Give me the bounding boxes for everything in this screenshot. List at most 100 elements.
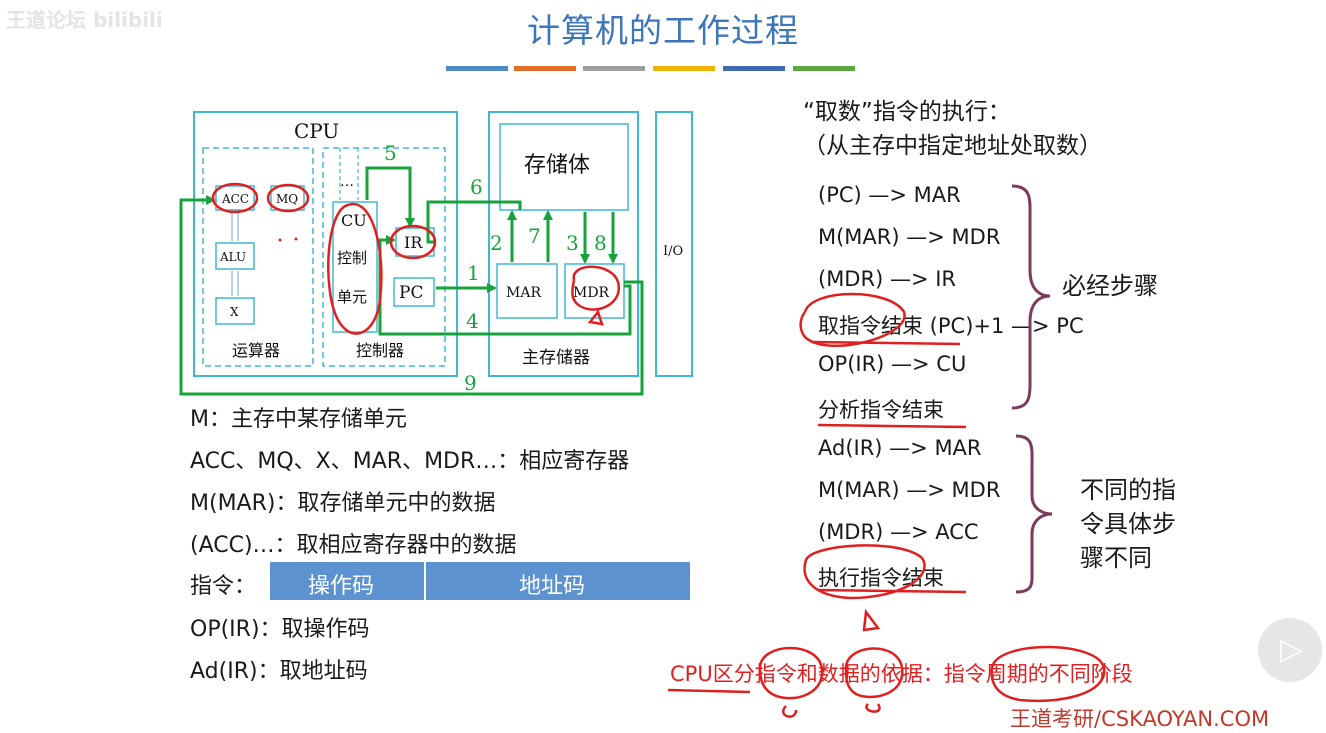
step-row-1: (PC) —> MAR (818, 183, 961, 207)
divider-bar-6 (793, 66, 855, 71)
pc-register (393, 277, 435, 307)
step-label-4: 4 (466, 309, 479, 333)
cu-ctrl-label: 控制 (337, 249, 367, 267)
annotation-execute-circle (803, 544, 926, 600)
annotation-mark-right (865, 703, 881, 713)
alu-label: ALU (219, 250, 246, 264)
alu-box (215, 242, 255, 270)
annotation-mark-left (782, 705, 798, 718)
memory-body-label: 存储体 (524, 153, 590, 178)
alu-unit-box (202, 147, 314, 367)
legend-acc: (ACC)…：取相应寄存器中的数据 (190, 533, 517, 558)
address-field: 地址码 (519, 574, 586, 599)
divider-bar-1 (446, 66, 508, 71)
instruction-format-bar: 操作码 地址码 (270, 562, 690, 600)
annotation-mq-circle (266, 183, 310, 213)
ir-label: IR (404, 233, 423, 252)
annotation-mdr-mark (587, 309, 604, 326)
controller-label: 控制器 (356, 341, 404, 360)
cpu-label: CPU (294, 119, 339, 143)
io-box (655, 111, 693, 377)
step-label-6: 6 (470, 175, 483, 199)
step-row-6: 分析指令结束 (818, 398, 944, 422)
controller-box (322, 147, 446, 367)
legend-registers: ACC、MQ、X、MAR、MDR…：相应寄存器 (190, 449, 630, 474)
pc-label: PC (399, 283, 423, 303)
annotation-mdr-circle (571, 265, 621, 311)
step-label-9: 9 (464, 371, 477, 395)
legend-instruction-label: 指令： (190, 574, 257, 599)
x-register (215, 297, 255, 325)
x-label: X (230, 305, 239, 319)
io-label: I/O (663, 244, 683, 259)
step-label-5: 5 (384, 141, 397, 165)
path-6 (426, 200, 522, 244)
step-row-4: 取指令结束 (PC)+1 —> PC (818, 314, 1084, 338)
page-title: 计算机的工作过程 (527, 11, 799, 50)
annotation-cpu-underline (667, 688, 751, 694)
divider-bar-4 (653, 66, 715, 71)
step-label-3: 3 (566, 231, 579, 255)
watermark-logo: 王道论坛 bilibili (6, 8, 163, 32)
annotation-instruction-circle (758, 646, 824, 700)
legend-op-ir: OP(IR)：取操作码 (190, 617, 370, 642)
step-label-8: 8 (594, 231, 607, 255)
brace-required (1011, 184, 1051, 410)
step-row-7: Ad(IR) —> MAR (818, 436, 982, 460)
play-icon: ▷ (1280, 632, 1304, 667)
annotation-execute-mark (862, 608, 881, 632)
cu-unit-label: 单元 (337, 288, 367, 306)
play-button[interactable]: ▷ (1258, 618, 1322, 682)
path-9 (179, 195, 644, 396)
path-4 (378, 235, 632, 336)
mar-label: MAR (506, 285, 541, 301)
brace-varies (1015, 434, 1053, 594)
group-required-label: 必经步骤 (1062, 272, 1158, 300)
annotation-ir-circle (389, 224, 437, 260)
footer-brand: 王道考研/CSKAOYAN.COM (1010, 707, 1270, 731)
annotation-acc-circle (211, 182, 259, 214)
bottom-annotations (667, 645, 1106, 718)
main-memory-box (488, 111, 639, 377)
annotation-analyze-underline (817, 423, 967, 429)
step-label-1: 1 (467, 261, 480, 285)
main-memory-label: 主存储器 (522, 348, 590, 368)
group-varies-line3: 骤不同 (1080, 544, 1152, 572)
step-row-5: OP(IR) —> CU (818, 352, 967, 376)
mar-register (496, 263, 558, 319)
annotation-fetch-circle (799, 292, 906, 347)
memory-body-box (499, 123, 629, 211)
right-annotations (799, 184, 1053, 632)
step-row-2: M(MAR) —> MDR (818, 225, 1001, 249)
annotation-fetch-underline (811, 340, 961, 346)
annotation-data-circle (844, 647, 904, 699)
mq-label: MQ (276, 192, 298, 206)
group-varies-line2: 令具体步 (1080, 510, 1176, 538)
cu-box (332, 201, 378, 333)
divider-bar-2 (514, 66, 576, 71)
alu-unit-label: 运算器 (232, 341, 280, 360)
controller-dots: … (340, 174, 354, 190)
path-5 (365, 166, 415, 228)
cu-label: CU (341, 211, 367, 230)
step-label-2: 2 (490, 231, 503, 255)
legend-m: M：主存中某存储单元 (190, 407, 407, 432)
step-row-3: (MDR) —> IR (818, 267, 956, 291)
mq-register (270, 185, 305, 211)
annotation-execute-underline (817, 588, 967, 594)
annotation-cycle-circle (990, 645, 1106, 703)
execution-heading: “取数”指令的执行： (803, 99, 1011, 125)
acc-register (215, 185, 255, 211)
annotation-cu-circle (327, 202, 383, 335)
acc-label: ACC (221, 192, 249, 206)
divider-bar-3 (583, 66, 645, 71)
mdr-label: MDR (573, 285, 610, 301)
cpu-box (193, 111, 458, 377)
opcode-field: 操作码 (308, 574, 375, 599)
legend-ad-ir: Ad(IR)：取地址码 (190, 659, 368, 684)
execution-subheading: （从主存中指定地址处取数） (803, 133, 1102, 159)
step-label-7: 7 (528, 224, 541, 248)
divider-bar-5 (723, 66, 785, 71)
step-row-9: (MDR) —> ACC (818, 520, 979, 544)
computer-diagram: CPU ACC MQ ALU X 运算器 … CU 控制 单元 IR PC 控制… (179, 111, 693, 396)
